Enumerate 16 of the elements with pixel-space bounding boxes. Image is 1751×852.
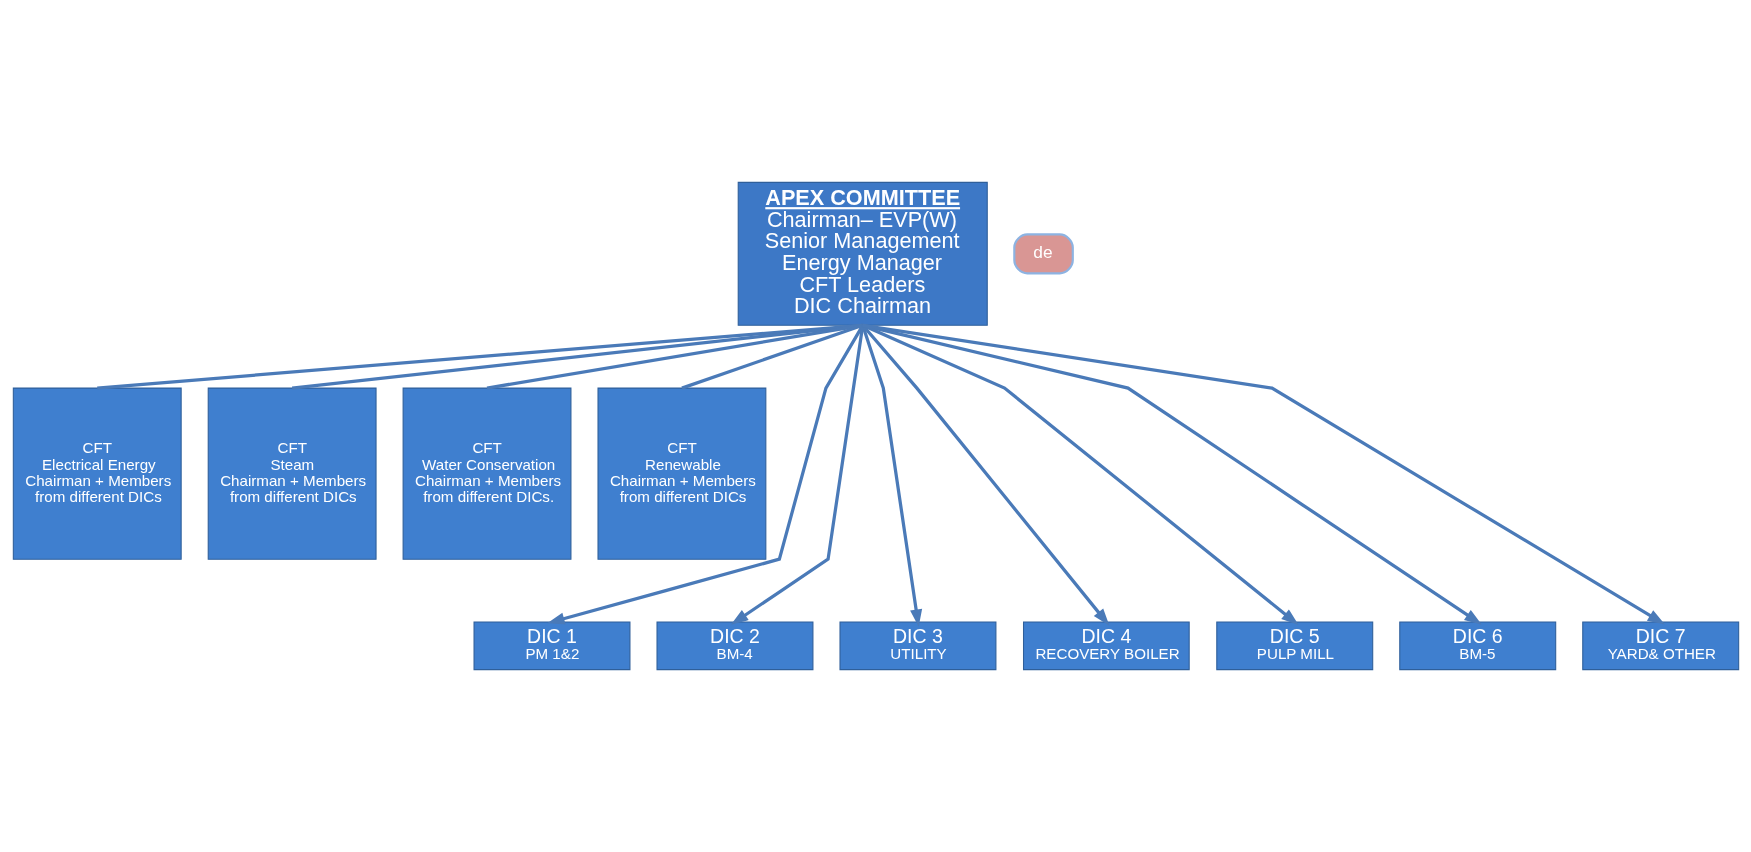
node-box: DIC 4 RECOVERY BOILER [1022,621,1190,671]
node-box: DIC 6 BM-5 [1398,621,1556,671]
node-box: CFT Steam Chairman + Members from different DICs [207,387,377,560]
arrow [862,323,1665,625]
arrow [546,324,864,625]
node-box: DIC 5 PULP MILL [1215,621,1373,671]
node-box: DIC 2 BM-4 [656,621,813,671]
node-box: CFT Electrical Energy Chairman + Members from different DICs [12,387,182,560]
node-box: de [1012,233,1074,275]
node-box: DIC 7 YARD& OTHER [1581,621,1739,671]
node-box: APEX COMMITTEE Chairman– EVP(W) Senior Management Energy Manager CFT Leaders DIC Chairman [737,181,988,326]
node-box: DIC 3 UTILITY [838,621,996,671]
node-box: DIC 1 PM 1&2 [473,621,630,671]
node-box: CFT Water Conservation Chairman + Members from different DICs. [402,387,571,560]
connector [96,323,863,390]
node-box: CFT Renewable Chairman + Members from different DICs [596,387,766,560]
